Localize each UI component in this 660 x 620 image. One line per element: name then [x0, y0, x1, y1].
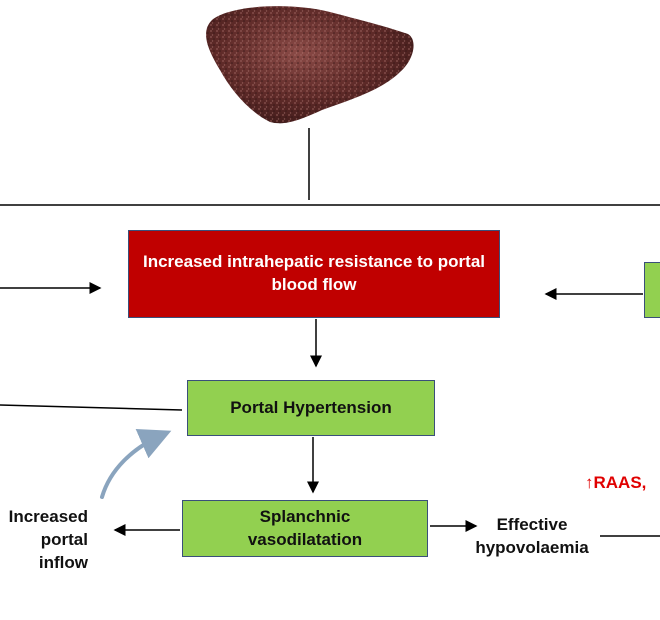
effective-hypovolaemia-label: Effective hypovolaemia: [462, 514, 602, 560]
resistance-box: Increased intrahepatic resistance to por…: [128, 230, 500, 318]
hypovolaemia-line2: hypovolaemia: [475, 537, 589, 557]
splanchnic-vasodilatation-box: Splanchnic vasodilatation: [182, 500, 428, 557]
portal-hypertension-box: Portal Hypertension: [187, 380, 435, 436]
resistance-text: Increased intrahepatic resistance to por…: [143, 252, 486, 294]
inflow-line2: portal inflow: [38, 529, 88, 572]
increased-portal-inflow-label: Increased portal inflow: [0, 506, 88, 575]
splanchnic-line2: vasodilatation: [247, 529, 363, 549]
portal-hypertension-text: Portal Hypertension: [230, 397, 392, 417]
inflow-line1: Increased: [8, 507, 88, 526]
hypovolaemia-line1: Effective: [496, 515, 568, 534]
raas-label: ↑RAAS,: [585, 473, 647, 492]
left-line-to-ph: [0, 404, 183, 411]
curved-feedback-arrow: [100, 428, 172, 499]
right-partial-green-box: [644, 262, 660, 318]
liver-image: [206, 6, 414, 124]
splanchnic-line1: Splanchnic: [259, 507, 351, 527]
